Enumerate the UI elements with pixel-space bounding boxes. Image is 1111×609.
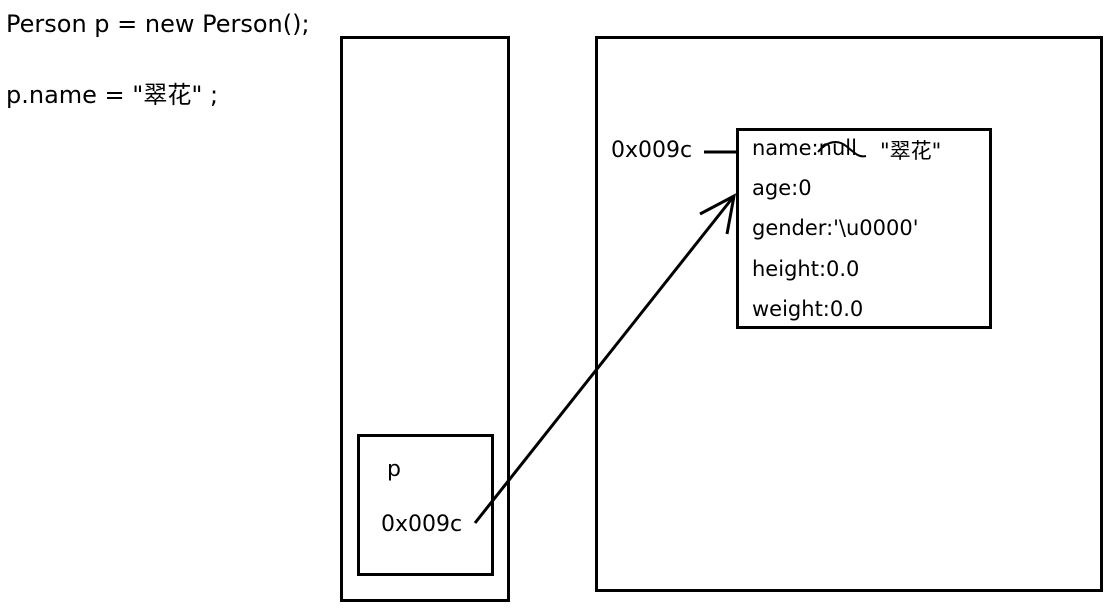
stack-variable-box xyxy=(357,434,494,576)
field-name-new-value: "翠花" xyxy=(880,139,942,163)
field-age: age:0 xyxy=(752,176,812,200)
heap-memory-area xyxy=(595,36,1103,592)
field-gender: gender:'\u0000' xyxy=(752,216,919,240)
reference-arrow-line xyxy=(473,195,736,524)
null-strikethrough-mark xyxy=(817,141,867,158)
heap-object-box xyxy=(736,128,992,329)
stack-variable-name: p xyxy=(387,457,401,482)
field-height: height:0.0 xyxy=(752,257,860,281)
stack-variable-address: 0x009c xyxy=(381,512,463,537)
reference-arrow-head xyxy=(699,193,737,235)
code-line-assignment: p.name = "翠花" ; xyxy=(6,81,219,109)
stack-memory-area xyxy=(340,36,510,602)
code-line-declaration: Person p = new Person(); xyxy=(6,10,310,38)
heap-object-address: 0x009c xyxy=(611,138,693,163)
field-weight: weight:0.0 xyxy=(752,297,864,321)
